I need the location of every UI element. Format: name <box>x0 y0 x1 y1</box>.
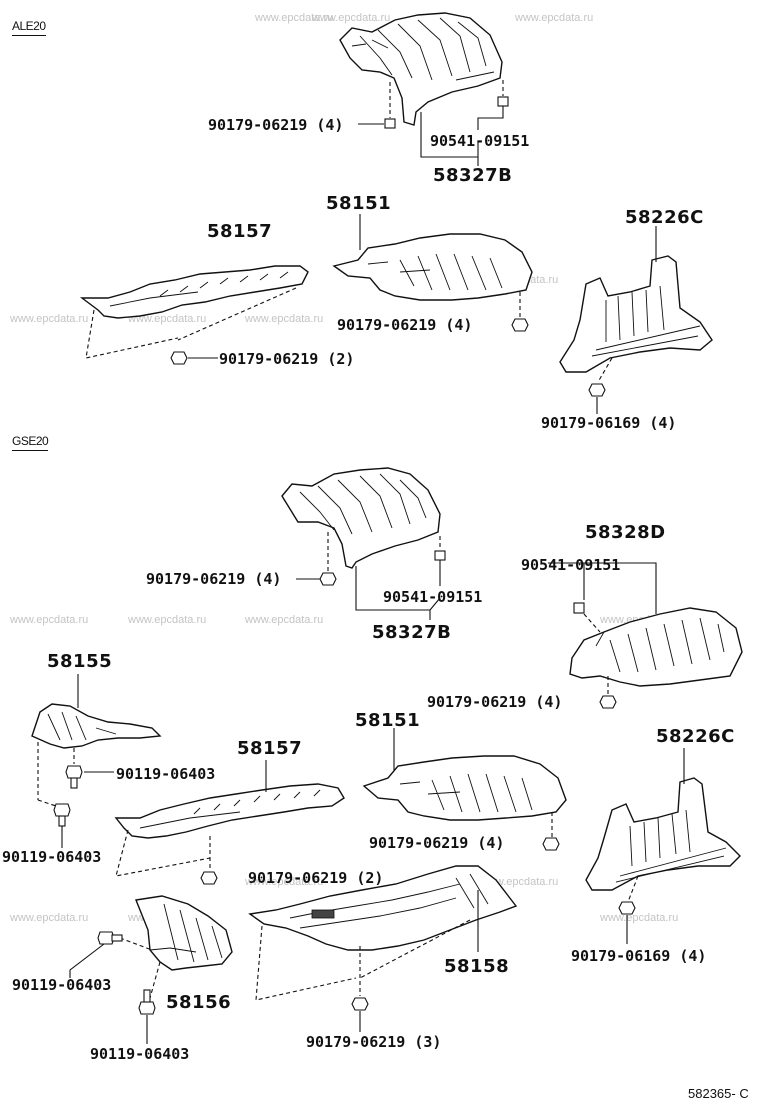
watermark: www.epcdata.ru <box>245 876 324 888</box>
clip-icon <box>573 602 585 614</box>
watermark: www.epcdata.ru <box>10 614 89 626</box>
part-number-label: 58158 <box>444 956 510 977</box>
part-number-label: 90179-06219 (4) <box>208 116 344 134</box>
part-58156 <box>135 895 233 971</box>
part-number-label: 90179-06219 (4) <box>369 834 505 852</box>
part-number-label: 58155 <box>47 651 113 672</box>
leader <box>177 287 297 341</box>
watermark: www.epcdata.ru <box>10 313 89 325</box>
part-58226c-top <box>559 255 713 373</box>
part-58327b-bottom <box>281 467 441 569</box>
nut-icon <box>170 351 188 365</box>
watermark: www.epcdata.ru <box>245 313 324 325</box>
leader <box>627 875 639 903</box>
part-number-label: 90541-09151 <box>430 132 530 150</box>
leader <box>69 943 105 978</box>
leader <box>85 309 179 359</box>
part-number-label: 90119-06403 <box>12 976 112 994</box>
part-58226c-bottom <box>585 777 741 891</box>
nut-icon <box>542 837 560 851</box>
part-number-label: 58328D <box>585 522 666 543</box>
watermark: www.epcdata.ru <box>128 614 207 626</box>
nut-icon <box>511 318 529 332</box>
part-number-label: 58327B <box>433 165 513 186</box>
part-number-label: 58327B <box>372 622 452 643</box>
part-number-label: 90179-06169 (4) <box>571 947 707 965</box>
leader <box>119 937 153 951</box>
leader <box>597 357 613 383</box>
clip-icon <box>497 96 509 107</box>
part-number-label: 90541-09151 <box>521 556 621 574</box>
part-number-label: 58157 <box>237 738 303 759</box>
part-number-label: 90119-06403 <box>116 765 216 783</box>
leader <box>583 613 601 633</box>
part-58328d <box>569 607 743 687</box>
watermark: www.epcdata.ru <box>10 912 89 924</box>
part-number-label: 90541-09151 <box>383 588 483 606</box>
nut-icon <box>351 997 369 1011</box>
leader <box>429 597 441 611</box>
nut-icon <box>384 118 396 129</box>
part-58157-top <box>79 265 309 319</box>
part-number-label: 58226C <box>656 726 735 747</box>
part-number-label: 90179-06219 (4) <box>337 316 473 334</box>
watermark: www.epcdata.ru <box>312 12 391 24</box>
leader <box>420 112 479 158</box>
part-58151-bottom <box>362 755 567 821</box>
part-number-label: 90179-06219 (2) <box>219 350 355 368</box>
leader <box>149 961 161 999</box>
part-58327b-top <box>339 12 503 126</box>
watermark: www.epcdata.ru <box>600 912 679 924</box>
part-number-label: 58151 <box>355 710 421 731</box>
part-58158 <box>248 865 518 951</box>
part-number-label: 90119-06403 <box>90 1045 190 1063</box>
leader <box>477 106 504 130</box>
bolt-icon <box>138 989 156 1015</box>
part-number-label: 90179-06219 (4) <box>146 570 282 588</box>
clip-icon <box>434 550 446 561</box>
leader <box>115 829 211 877</box>
watermark: www.epcdata.ru <box>245 614 324 626</box>
part-58155 <box>31 703 162 749</box>
bolt-icon <box>53 803 71 827</box>
bolt-icon <box>97 931 123 945</box>
watermark: www.epcdata.ru <box>515 12 594 24</box>
part-number-label: 90179-06219 (4) <box>427 693 563 711</box>
watermark: www.epcdata.ru <box>255 12 334 24</box>
part-number-label: 58151 <box>326 193 392 214</box>
part-number-label: 90179-06219 (2) <box>248 869 384 887</box>
leader <box>37 799 57 807</box>
section-label-bottom: GSE20 <box>12 434 49 451</box>
leader <box>355 566 431 620</box>
part-number-label: 90179-06169 (4) <box>541 414 677 432</box>
nut-icon <box>319 572 337 586</box>
part-number-label: 90119-06403 <box>2 848 102 866</box>
part-number-label: 58226C <box>625 207 704 228</box>
part-number-label: 90179-06219 (3) <box>306 1033 442 1051</box>
part-58151-top <box>332 233 533 301</box>
nut-icon <box>200 871 218 885</box>
nut-icon <box>599 695 617 709</box>
bolt-icon <box>65 765 83 789</box>
part-58157-bottom <box>114 783 345 839</box>
section-label-top: ALE20 <box>12 19 46 36</box>
diagram-reference-code: 582365- C <box>688 1086 749 1101</box>
nut-icon <box>618 901 636 915</box>
leader <box>255 925 357 1001</box>
part-number-label: 58157 <box>207 221 273 242</box>
watermark: www.epcdata.ru <box>128 313 207 325</box>
nut-icon <box>588 383 606 397</box>
part-number-label: 58156 <box>166 992 232 1013</box>
